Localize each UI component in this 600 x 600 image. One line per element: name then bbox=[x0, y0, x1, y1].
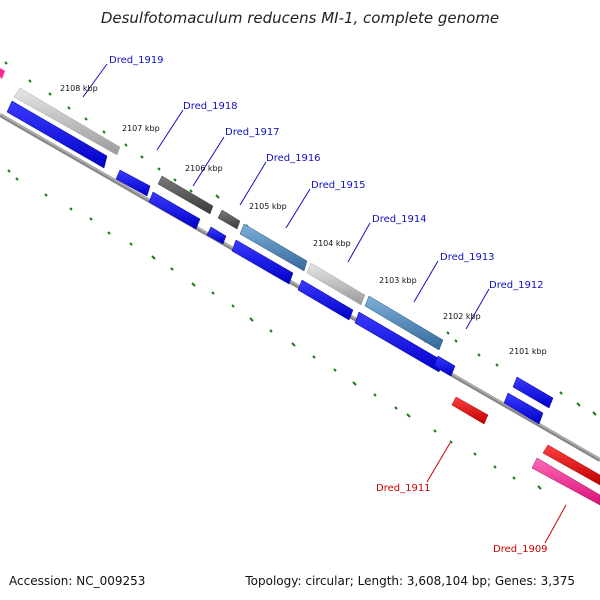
summary-text: Topology: circular; Length: 3,608,104 bp… bbox=[245, 574, 575, 588]
gene-dred1914-bar bbox=[306, 262, 366, 306]
cds-dred1912-arrow bbox=[433, 355, 456, 377]
gene-dred1913-bar bbox=[364, 295, 444, 351]
cds-dred1917-arrow bbox=[148, 191, 201, 230]
kbp-label: 2106 kbp bbox=[185, 164, 223, 173]
cds-dred1910-red bbox=[542, 444, 600, 486]
cds-dred1910-arrow-a bbox=[512, 376, 554, 409]
kbp-label: 2104 kbp bbox=[313, 239, 351, 248]
gene-dred1919-bar bbox=[13, 87, 121, 156]
kbp-label: 2107 kbp bbox=[122, 124, 160, 133]
outer-tick-row bbox=[4, 61, 597, 416]
map-title: Desulfotomaculum reducens MI-1, complete… bbox=[100, 9, 500, 27]
gene-dred1916-small bbox=[217, 209, 241, 230]
kbp-label: 2101 kbp bbox=[509, 347, 547, 356]
gene-fragment-pink-topleft bbox=[0, 68, 5, 79]
gene-label-dred1911: Dred_1911 bbox=[376, 483, 431, 494]
gene-label-dred1918: Dred_1918 bbox=[183, 101, 238, 112]
kbp-label: 2105 kbp bbox=[249, 202, 287, 211]
reverse-features bbox=[451, 396, 600, 506]
gene-label-dred1917: Dred_1917 bbox=[225, 127, 280, 138]
cds-dred1909-pink bbox=[531, 457, 600, 506]
cds-dred1916-arrow bbox=[206, 226, 227, 245]
kbp-label: 2108 kbp bbox=[60, 84, 98, 93]
cds-dred1914-arrow bbox=[297, 279, 354, 321]
cds-dred1918-arrow bbox=[115, 169, 151, 197]
gene-label-dred1914: Dred_1914 bbox=[372, 214, 427, 225]
kbp-labels: 2108 kbp 2107 kbp 2106 kbp 2105 kbp 2104… bbox=[60, 84, 547, 356]
gene-label-dred1915: Dred_1915 bbox=[311, 180, 366, 191]
kbp-label: 2102 kbp bbox=[443, 312, 481, 321]
cds-dred1919-arrow bbox=[6, 100, 108, 169]
gene-row-upper bbox=[0, 68, 554, 425]
gene-dred1917-bar bbox=[157, 175, 214, 215]
cds-dred1911-arrow bbox=[451, 396, 489, 425]
cds-dred1915-arrow bbox=[231, 239, 294, 285]
gene-label-dred1919: Dred_1919 bbox=[109, 55, 164, 66]
gene-dred1915-bar bbox=[239, 223, 308, 272]
kbp-label: 2103 kbp bbox=[379, 276, 417, 285]
gene-labels: Dred_1919 Dred_1918 Dred_1917 Dred_1916 … bbox=[109, 55, 548, 555]
label-leaders bbox=[82, 63, 567, 544]
gene-label-dred1912: Dred_1912 bbox=[489, 280, 544, 291]
cds-dred1913-arrow bbox=[354, 311, 444, 373]
gene-label-dred1909: Dred_1909 bbox=[493, 544, 548, 555]
cds-dred1910-arrow-b bbox=[503, 392, 544, 425]
gene-label-dred1913: Dred_1913 bbox=[440, 252, 495, 263]
accession-text: Accession: NC_009253 bbox=[9, 574, 146, 588]
gene-label-dred1916: Dred_1916 bbox=[266, 153, 321, 164]
inner-tick-row bbox=[7, 169, 542, 490]
